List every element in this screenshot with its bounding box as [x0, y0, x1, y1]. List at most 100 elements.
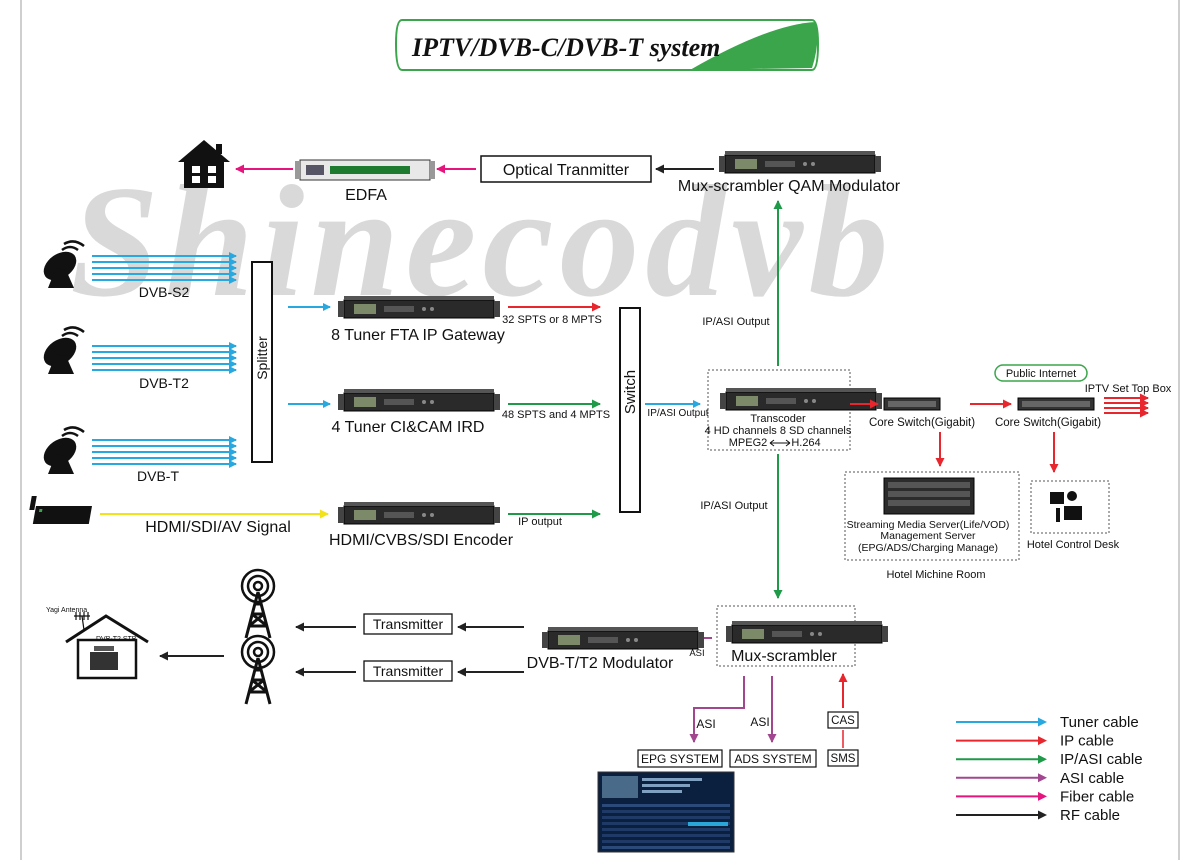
dvbt2-stb-label: DVB-T2 STB: [96, 636, 137, 643]
title-banner: IPTV/DVB-C/DVB-T system: [394, 19, 820, 71]
sms-label: SMS: [831, 753, 856, 765]
title-part1: IPTV/DVB-C/DVB-T: [411, 33, 644, 62]
transmitter-2-box: [363, 660, 453, 682]
epg-screen-image: [597, 771, 735, 853]
transmitter-2-label: Transmitter: [373, 663, 444, 679]
hdmi-source-device: [29, 496, 92, 524]
dvbt-dish-icon: [37, 426, 86, 476]
public-internet-label: Public Internet: [1006, 368, 1076, 380]
legend-label-3: ASI cable: [1060, 770, 1124, 787]
transmitter-1-label: Transmitter: [373, 616, 444, 632]
arrow-mux-to-epg: [689, 676, 745, 743]
dvbs2-label: DVB-S2: [139, 284, 190, 300]
mux-scrambler-label: Mux-scrambler: [731, 648, 837, 665]
mux-scrambler-device: [725, 620, 889, 644]
transcoder-label: Transcoder: [750, 413, 806, 425]
dvbt2-dish-icon: [37, 326, 86, 376]
dvbt-modulator-device: [541, 626, 705, 650]
cas-box: [827, 711, 859, 729]
legend-label-1: IP cable: [1060, 733, 1114, 750]
legend-label-0: Tuner cable: [1060, 714, 1139, 731]
control-desk-label: Hotel Control Desk: [1027, 539, 1120, 551]
server-label-2: Management Server: [880, 530, 976, 542]
tuner-bundle-dvbs2: [92, 252, 237, 284]
control-desk-box: [1030, 480, 1110, 534]
sms-box: [827, 749, 859, 767]
iptv-stb-label: IPTV Set Top Box: [1085, 383, 1172, 395]
ipasi-mid-label: IP/ASI Output: [700, 500, 767, 512]
optical-transmitter-box: [480, 155, 652, 183]
spts32-label: 32 SPTS or 8 MPTS: [502, 314, 602, 326]
title-part2: system: [643, 33, 720, 62]
transmit-tower-1-icon: [240, 568, 276, 640]
spts48-label: 48 SPTS and 4 MPTS: [502, 409, 610, 421]
operator-icon: [1050, 491, 1082, 522]
edfa-device: [295, 159, 435, 181]
ird-device: [337, 388, 501, 412]
encoder-device: [337, 501, 501, 525]
asi-modulator-label: ASI: [689, 648, 704, 659]
switch-box: [619, 307, 641, 513]
server-room-box: [844, 471, 1020, 561]
legend-label-2: IP/ASI cable: [1060, 751, 1143, 768]
legend-arrowhead-3: [1038, 773, 1047, 783]
transcoder-arrow-icon: [769, 439, 791, 447]
public-internet-pill: [994, 364, 1088, 382]
transmitter-1-box: [363, 613, 453, 635]
svg-text:IPTV/DVB-C/DVB-T system: IPTV/DVB-C/DVB-T system: [411, 33, 720, 62]
transcoder-device: [719, 387, 883, 411]
dvbt2-label: DVB-T2: [139, 375, 189, 391]
ipasi-small-label: IP/ASI Output: [647, 408, 708, 419]
server-label-3: (EPG/ADS/Charging Manage): [858, 542, 998, 554]
edfa-label: EDFA: [345, 187, 387, 204]
tuner-bundle-dvbt2: [92, 342, 237, 374]
core-switch-2-device: [1017, 397, 1095, 411]
transcoder-h264: H.264: [791, 437, 820, 449]
legend-arrowhead-2: [1038, 754, 1047, 764]
tuner-bundle-dvbt: [92, 436, 237, 468]
ird-label: 4 Tuner CI&CAM IRD: [332, 419, 485, 436]
core-switch-2-label: Core Switch(Gigabit): [995, 417, 1101, 429]
epg-system-box: [637, 749, 723, 768]
server-label-1: Streaming Media Server(Life/VOD): [847, 519, 1010, 531]
dvbt-label: DVB-T: [137, 468, 179, 484]
legend-arrowhead-5: [1038, 810, 1047, 820]
dvbt-modulator-label: DVB-T/T2 Modulator: [527, 655, 674, 672]
server-device: [883, 477, 975, 515]
qam-modulator-device: [718, 150, 882, 174]
asi-2-label: ASI: [750, 715, 769, 729]
transmit-tower-2-icon: [240, 634, 276, 706]
gateway-label: 8 Tuner FTA IP Gateway: [331, 327, 505, 344]
transcoder-mpeg: MPEG2: [729, 437, 768, 449]
splitter-label: Splitter: [254, 336, 270, 380]
ip-output-label: IP output: [518, 516, 562, 528]
splitter-box: [251, 261, 273, 463]
cas-label: CAS: [831, 715, 855, 727]
legend-arrowhead-0: [1038, 717, 1047, 727]
legend-label-4: Fiber cable: [1060, 788, 1134, 805]
epg-system-label: EPG SYSTEM: [641, 752, 719, 766]
switch-label: Switch: [622, 370, 639, 414]
house-icon: [178, 140, 230, 188]
qam-label: Mux-scrambler QAM Modulator: [678, 178, 901, 195]
ads-system-label: ADS SYSTEM: [734, 752, 811, 766]
iptv-output-arrows: [1104, 393, 1149, 418]
gateway-device: [337, 295, 501, 319]
yagi-label: Yagi Antenna: [46, 607, 87, 614]
ipasi-top-label: IP/ASI Output: [702, 316, 769, 328]
legend-arrowhead-4: [1038, 791, 1047, 801]
core-switch-1-label: Core Switch(Gigabit): [869, 417, 975, 429]
page-border: [20, 0, 1180, 860]
optical-transmitter-label: Optical Tranmitter: [503, 162, 630, 179]
asi-1-label: ASI: [696, 717, 715, 731]
hdmi-signal-label: HDMI/SDI/AV Signal: [145, 519, 291, 536]
core-switch-1-device: [883, 397, 941, 411]
home-receiver-icon: [65, 612, 149, 680]
ads-system-box: [729, 749, 817, 768]
encoder-label: HDMI/CVBS/SDI Encoder: [329, 532, 514, 549]
transcoder-channels: 4 HD channels 8 SD channels: [705, 425, 852, 437]
legend-arrowhead-1: [1038, 736, 1047, 746]
